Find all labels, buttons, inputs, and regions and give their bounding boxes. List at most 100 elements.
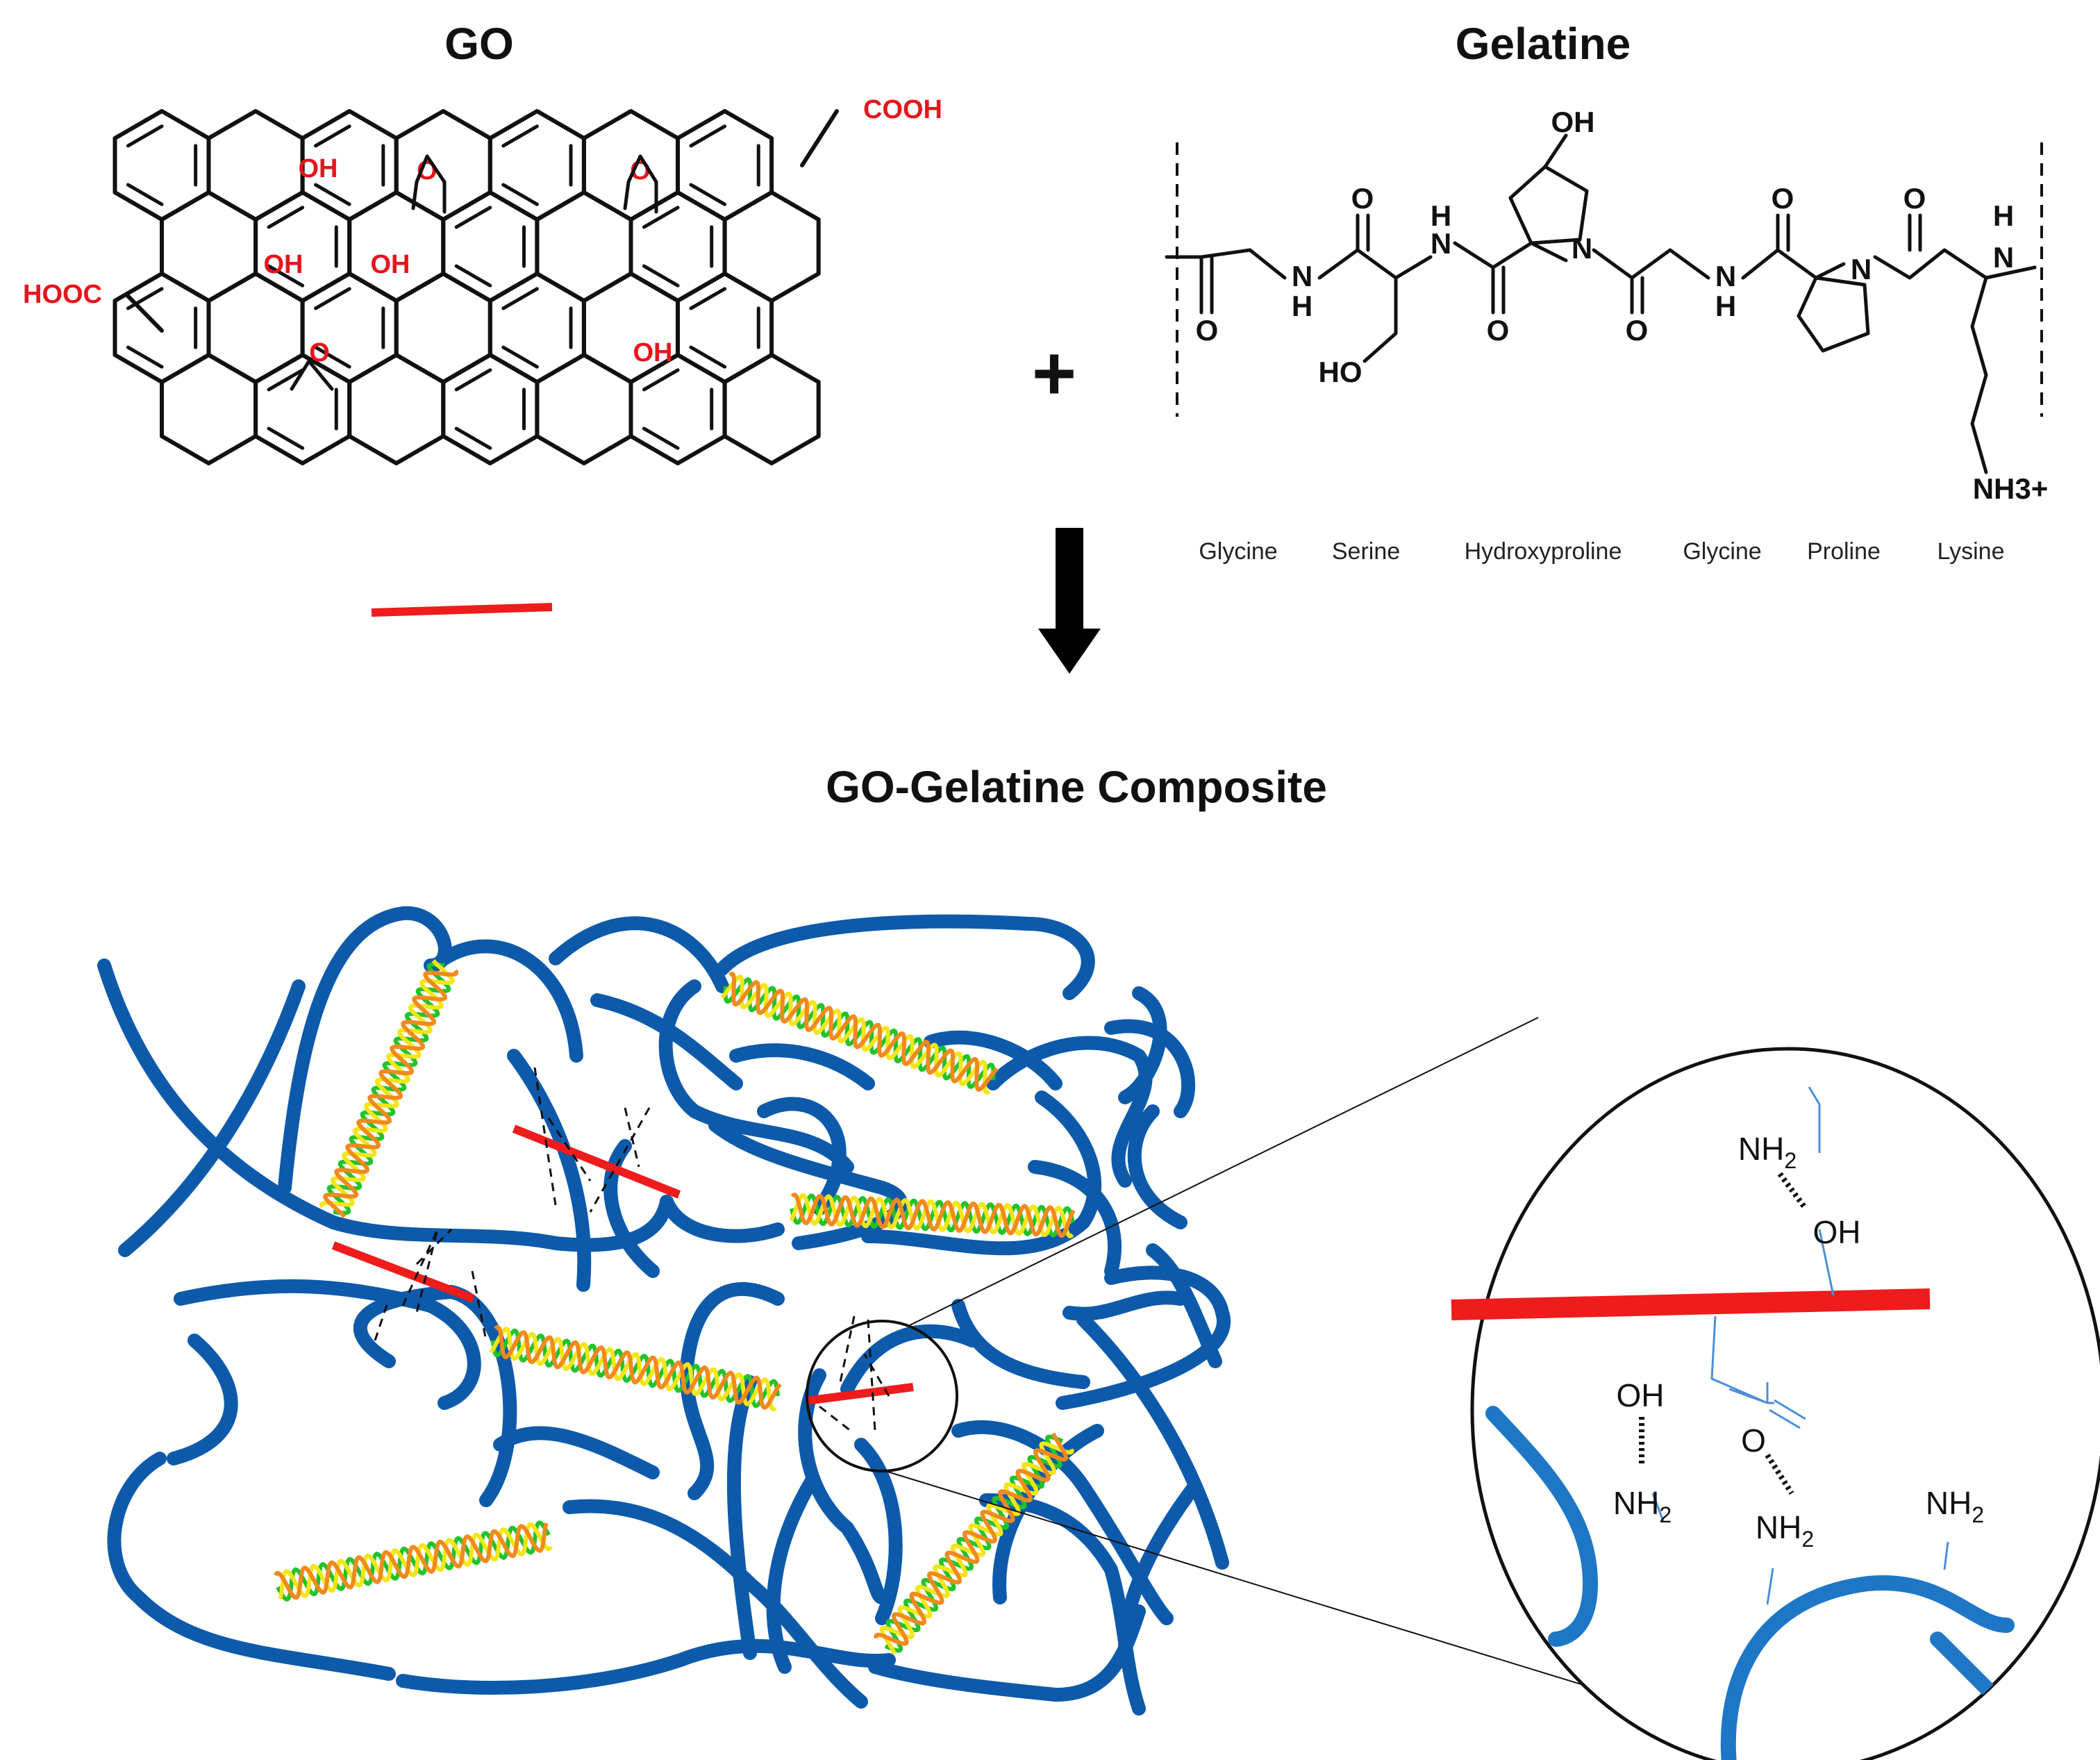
zoom-nh2-mid: NH2 [1756, 1509, 1814, 1552]
go-double-bond [126, 124, 164, 148]
zoom-oh-left: OH [1617, 1377, 1665, 1413]
go-double-bond [314, 124, 351, 148]
go-hexagon-ring [160, 190, 258, 303]
gelatine-chain [924, 1030, 1062, 1090]
zoom-circle [1470, 1047, 2100, 1760]
triple-helix-strand [874, 1432, 1069, 1646]
gelatine-chain [107, 1452, 396, 1681]
triple-helix-group [274, 959, 1076, 1655]
gelatine-chain [97, 958, 340, 1229]
gelatine-chain [278, 906, 452, 1195]
amino-acid-proline: Proline [1807, 538, 1881, 565]
gelatine-chain [986, 1036, 1153, 1188]
triple-helix-strand [728, 972, 999, 1093]
gelatine-chain [861, 1090, 1101, 1256]
gelatine-chain [729, 1043, 875, 1090]
gel-h-4: H [1993, 199, 2014, 232]
triple-helix-strand [790, 1192, 1076, 1238]
go-title: GO [444, 19, 514, 69]
go-double-bond [501, 183, 539, 206]
amino-acid-lysine: Lysine [1937, 538, 2004, 565]
gelatine-chain [118, 979, 306, 1257]
gelatine-chain [715, 914, 1095, 1000]
gelatine-chain [167, 1334, 238, 1466]
triple-helix-strand [723, 977, 996, 1090]
gelatine-chain [549, 916, 729, 993]
go-cooh-label: COOH [863, 95, 942, 124]
gel-ho-label: HO [1319, 356, 1362, 388]
go-sheets-composite [331, 1067, 914, 1432]
gelatine-chain [590, 993, 743, 1090]
go-sheet-legend-bar [371, 603, 553, 617]
go-hexagon-ring [347, 190, 446, 303]
zoom-nh2-top: NH2 [1738, 1131, 1797, 1173]
triple-helix-strand [278, 1522, 553, 1600]
go-double-bond [501, 345, 539, 369]
go-double-bond [314, 345, 351, 369]
triple-helix-strand [789, 1193, 1074, 1239]
gelatine-chain [1146, 1243, 1222, 1368]
go-double-bond [454, 264, 492, 288]
zoom-guide-line-top [909, 1017, 1539, 1326]
go-double-bond [314, 287, 351, 310]
gel-n-ring-1: N [1572, 232, 1592, 265]
zoom-hbond [1765, 1453, 1794, 1495]
reaction-arrow [1038, 528, 1101, 674]
gel-n-ring-2: N [1851, 253, 1872, 285]
go-double-bond [454, 368, 492, 392]
gelatine-chain [708, 1118, 908, 1250]
triple-helix-strand [494, 1325, 782, 1410]
go-hexagon-lattice [112, 109, 821, 465]
amino-acid-glycine-1: Glycine [1199, 538, 1277, 565]
go-hexagon-ring [206, 272, 305, 384]
magnifier-lens [806, 1320, 958, 1472]
gelatine-chain [868, 1604, 1146, 1702]
zoom-gelatine-chain [1485, 1406, 1598, 1647]
triple-helix-strand [879, 1441, 1074, 1655]
gelatine-chain [1076, 1313, 1229, 1570]
gel-h-3: H [1715, 290, 1736, 322]
gelatine-chain [1118, 986, 1167, 1104]
gelatine-chain [840, 1324, 979, 1396]
go-double-bond [689, 345, 727, 369]
go-hexagon-ring [535, 190, 633, 303]
gelatine-chain [726, 1375, 757, 1660]
composite-network [97, 906, 1231, 1716]
zoom-gelatine-chain [1720, 1575, 2015, 1760]
gelatine-chain [1062, 1290, 1188, 1321]
go-section: GO COOH HOOC OH OH OH OH O O O [23, 19, 942, 617]
amino-acid-hydroxyproline: Hydroxyproline [1465, 538, 1622, 565]
go-hexagon-ring [722, 353, 821, 465]
gelatine-chain [1118, 1479, 1201, 1653]
zoom-nh2-left: NH2 [1613, 1485, 1672, 1527]
gelatine-chain [951, 1420, 1174, 1625]
go-hexagon-ring [347, 353, 446, 465]
triple-helix-strand [884, 1434, 1064, 1653]
triple-helix-strand [491, 1328, 780, 1409]
gelatine-chain [353, 1285, 517, 1507]
triple-helix-strand [276, 1520, 551, 1602]
gel-h-2: H [1431, 199, 1451, 232]
gelatine-chain [658, 979, 854, 1174]
go-double-bond [126, 345, 164, 369]
go-hexagon-ring [206, 109, 305, 222]
go-double-bond [501, 124, 539, 148]
zoom-nh2-right: NH2 [1926, 1485, 1984, 1527]
go-double-bond [314, 183, 351, 206]
zoom-guide-line-bottom [885, 1470, 1695, 1720]
go-double-bond [454, 206, 492, 229]
gel-carbonyl-o-1: O [1196, 314, 1219, 347]
go-sheet [331, 1241, 476, 1303]
gelatine-chain [766, 1472, 819, 1674]
gel-carbonyl-o-2: O [1351, 182, 1374, 215]
triple-helix-strand [790, 1193, 1075, 1238]
gelatine-chain [493, 1426, 660, 1479]
gelatine-chain [951, 1299, 1090, 1389]
gelatine-chain [979, 1493, 1146, 1716]
triple-helix-strand [323, 969, 458, 1218]
go-oh-label-3: OH [371, 250, 410, 279]
go-hooc-label: HOOC [23, 280, 102, 309]
gelatine-chain [562, 1499, 868, 1709]
triple-helix-strand [274, 1522, 549, 1600]
go-hexagon-ring [535, 353, 633, 465]
